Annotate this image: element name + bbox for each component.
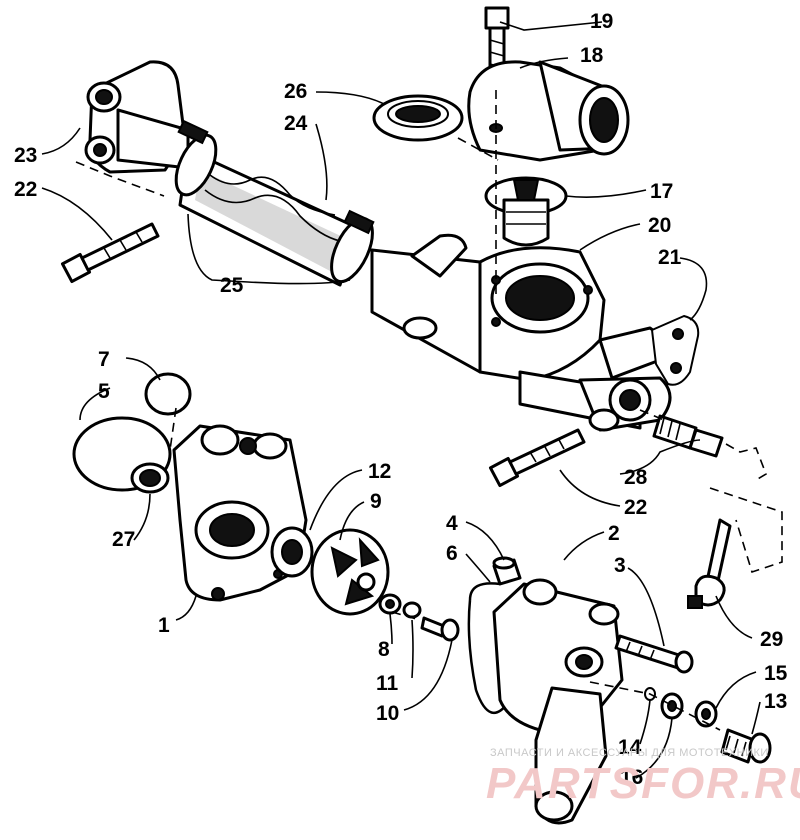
callout-9: 9: [370, 490, 382, 513]
part-15-washer: [694, 700, 718, 728]
part-22-bolt-lower: [488, 428, 586, 488]
callout-8: 8: [378, 638, 390, 661]
part-27-bearing: [130, 462, 170, 494]
part-25-hose-clamps: [174, 119, 375, 284]
callout-5: 5: [98, 380, 110, 403]
part-4-dowel-pin: [492, 556, 522, 586]
callout-12: 12: [368, 460, 391, 483]
callout-4: 4: [446, 512, 458, 535]
callout-3: 3: [614, 554, 626, 577]
part-21-gasket: [650, 314, 700, 386]
callout-29: 29: [760, 628, 783, 651]
part-29-cable-tie: [687, 518, 732, 609]
callout-25: 25: [220, 274, 244, 297]
callout-24: 24: [284, 112, 308, 135]
part-10-bolt: [420, 616, 460, 642]
part-9-impeller: [310, 528, 390, 616]
callout-1: 1: [158, 614, 170, 637]
callout-23: 23: [14, 144, 37, 167]
part-20-water-pipe-housing: [370, 233, 672, 432]
part-16-washer: [660, 692, 684, 720]
callout-labels: 19 18 26 24 23 22 17 20 21 25 7 5 12 28 …: [14, 10, 788, 789]
callout-14: 14: [618, 736, 642, 759]
callout-20: 20: [648, 214, 671, 237]
callout-10: 10: [376, 702, 399, 725]
part-7-o-ring: [144, 372, 192, 416]
watermark: ЗАПЧАСТИ И АКСЕССУАРЫ ДЛЯ МОТОТЕХНИКИ PA…: [486, 747, 800, 808]
callout-22-upper: 22: [14, 178, 37, 201]
part-28-temp-sensor: [652, 414, 724, 458]
callout-27: 27: [112, 528, 135, 551]
part-22-bolt-upper: [60, 222, 160, 284]
callout-13: 13: [764, 690, 787, 713]
part-11-washer: [402, 601, 422, 619]
watermark-brand: PARTSFOR.RU: [486, 759, 800, 808]
part-5-o-ring: [72, 416, 172, 492]
alignment-lines: [75, 90, 783, 731]
callout-22-lower: 22: [624, 496, 647, 519]
part-12-seal: [270, 526, 314, 578]
part-26-seal-ring: [372, 94, 464, 142]
watermark-caption: ЗАПЧАСТИ И АКСЕССУАРЫ ДЛЯ МОТОТЕХНИКИ: [490, 747, 769, 759]
part-3-long-bolt: [614, 634, 694, 674]
part-2-pump-cover: [492, 578, 624, 825]
callout-16: 16: [620, 766, 643, 789]
part-23-elbow-fitting: [84, 60, 190, 174]
callout-15: 15: [764, 662, 788, 685]
callout-19: 19: [590, 10, 613, 33]
callout-6: 6: [446, 542, 458, 565]
callout-17: 17: [650, 180, 673, 203]
part-8-washer: [378, 593, 402, 615]
part-18-housing-cover: [467, 60, 630, 162]
callout-7: 7: [98, 348, 110, 371]
callout-21: 21: [658, 246, 682, 269]
callout-26: 26: [284, 80, 307, 103]
callout-11: 11: [376, 672, 399, 695]
leader-lines: [41, 21, 761, 779]
part-13-drain-plug: [720, 728, 772, 764]
callout-28: 28: [624, 466, 648, 489]
callout-18: 18: [580, 44, 604, 67]
callout-2: 2: [608, 522, 620, 545]
part-17-thermostat: [484, 176, 568, 247]
